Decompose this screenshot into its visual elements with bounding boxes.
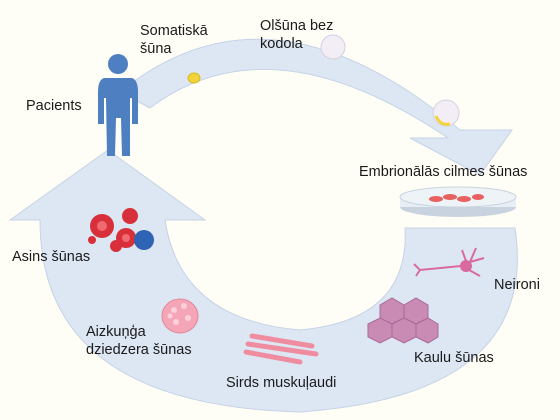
- blood-cells-icon: [88, 208, 154, 252]
- label-heart-muscle: Sirds muskuļaudi: [226, 375, 337, 391]
- neuron-icon: [413, 247, 485, 277]
- label-patient: Pacients: [26, 98, 82, 114]
- label-embryonic-stem-cells: Embrionālās cilmes šūnas: [359, 164, 528, 180]
- bone-cells-icon: [367, 297, 439, 344]
- top-arrow: [119, 38, 513, 176]
- fused-egg-icon: [432, 99, 460, 127]
- label-somatic-cell: Somatiskā šūna: [140, 23, 208, 57]
- heart-muscle-icon: [243, 333, 319, 365]
- label-blood-cells: Asins šūnas: [12, 249, 91, 265]
- somatic-cell-icon: [187, 72, 201, 84]
- label-enucleated-egg: Olšūna bez kodola: [260, 18, 334, 52]
- pancreatic-cells-icon: [161, 298, 199, 334]
- petri-dish-icon: [399, 186, 517, 217]
- label-pancreatic-cells: Aizkuņģa dziedzera šūnas: [86, 324, 192, 358]
- enucleated-egg-icon: [320, 34, 346, 60]
- patient-figure: [98, 54, 138, 156]
- label-neurons: Neironi: [494, 277, 540, 293]
- label-bone-cells: Kaulu šūnas: [414, 350, 494, 366]
